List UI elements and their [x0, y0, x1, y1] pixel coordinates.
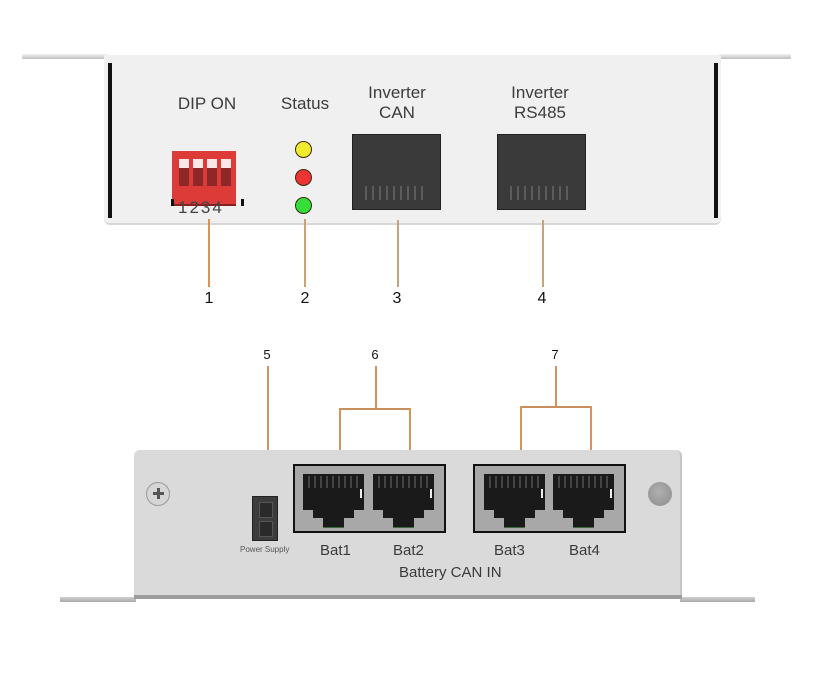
bat2-port[interactable] — [373, 474, 434, 528]
callout-line-7-stem — [555, 366, 557, 407]
dip-bracket-right — [241, 199, 244, 206]
dip-switch-numbers: 1234 — [178, 198, 224, 217]
connector-slot — [259, 521, 273, 537]
dip-switch[interactable] — [172, 151, 236, 206]
panel-left-edge — [108, 63, 112, 218]
dip-switch-4[interactable] — [221, 159, 231, 186]
dip-switch-2[interactable] — [193, 159, 203, 186]
bottom-device-panel: Power Supply Bat1 Bat2 Bat3 Bat4 Battery… — [134, 450, 682, 597]
callout-number-6: 6 — [371, 347, 379, 362]
bat3-bat4-port-group — [473, 464, 626, 533]
callout-line-1 — [208, 219, 210, 287]
bat1-label: Bat1 — [320, 542, 351, 559]
bat3-port[interactable] — [484, 474, 545, 528]
bat1-port[interactable] — [303, 474, 364, 528]
inverter-rs485-label: Inverter RS485 — [511, 83, 569, 122]
bat4-port[interactable] — [553, 474, 614, 528]
bottom-left-flange — [60, 597, 136, 602]
screw-icon — [648, 482, 672, 506]
panel-right-edge — [714, 63, 718, 218]
status-led-red — [295, 169, 312, 186]
dip-bracket-left — [171, 199, 174, 206]
callout-line-6-bar — [339, 408, 410, 410]
bottom-panel-base — [134, 595, 682, 599]
bat3-label: Bat3 — [494, 542, 525, 559]
callout-line-7-left — [520, 406, 522, 466]
top-device-panel: DIP ON Status Inverter CAN Inverter RS48… — [104, 55, 721, 225]
callout-number-1: 1 — [204, 290, 214, 307]
bat4-label: Bat4 — [569, 542, 600, 559]
port-pins — [365, 186, 428, 200]
callout-number-7: 7 — [551, 347, 559, 362]
callout-number-4: 4 — [537, 290, 547, 307]
callout-line-6-right — [409, 408, 411, 467]
callout-line-7-bar — [520, 406, 591, 408]
screw-icon — [146, 482, 170, 506]
status-led-green — [295, 197, 312, 214]
dip-switch-3[interactable] — [207, 159, 217, 186]
top-right-flange — [718, 54, 791, 59]
dip-switch-1[interactable] — [179, 159, 189, 186]
inverter-can-port[interactable] — [352, 134, 441, 210]
dip-on-label: DIP ON — [177, 94, 237, 113]
connector-slot — [259, 502, 273, 518]
battery-can-in-label: Battery CAN IN — [399, 564, 502, 581]
callout-line-3 — [397, 220, 399, 287]
callout-line-5 — [267, 366, 269, 480]
callout-line-7-right — [590, 406, 592, 466]
power-supply-label: Power Supply — [240, 545, 290, 554]
inverter-rs485-port[interactable] — [497, 134, 586, 210]
callout-number-3: 3 — [392, 290, 402, 307]
top-left-flange — [22, 54, 108, 59]
status-led-yellow — [295, 141, 312, 158]
callout-line-6-left — [339, 408, 341, 467]
callout-number-5: 5 — [263, 347, 271, 362]
port-pins — [510, 186, 573, 200]
callout-number-2: 2 — [300, 290, 310, 307]
bat2-label: Bat2 — [393, 542, 424, 559]
callout-line-6-stem — [375, 366, 377, 409]
power-supply-connector[interactable] — [252, 496, 278, 541]
callout-line-4 — [542, 220, 544, 287]
callout-line-2 — [304, 219, 306, 287]
inverter-can-label: Inverter CAN — [368, 83, 426, 122]
bottom-right-flange — [680, 597, 755, 602]
status-label: Status — [280, 94, 330, 113]
bat1-bat2-port-group — [293, 464, 446, 533]
